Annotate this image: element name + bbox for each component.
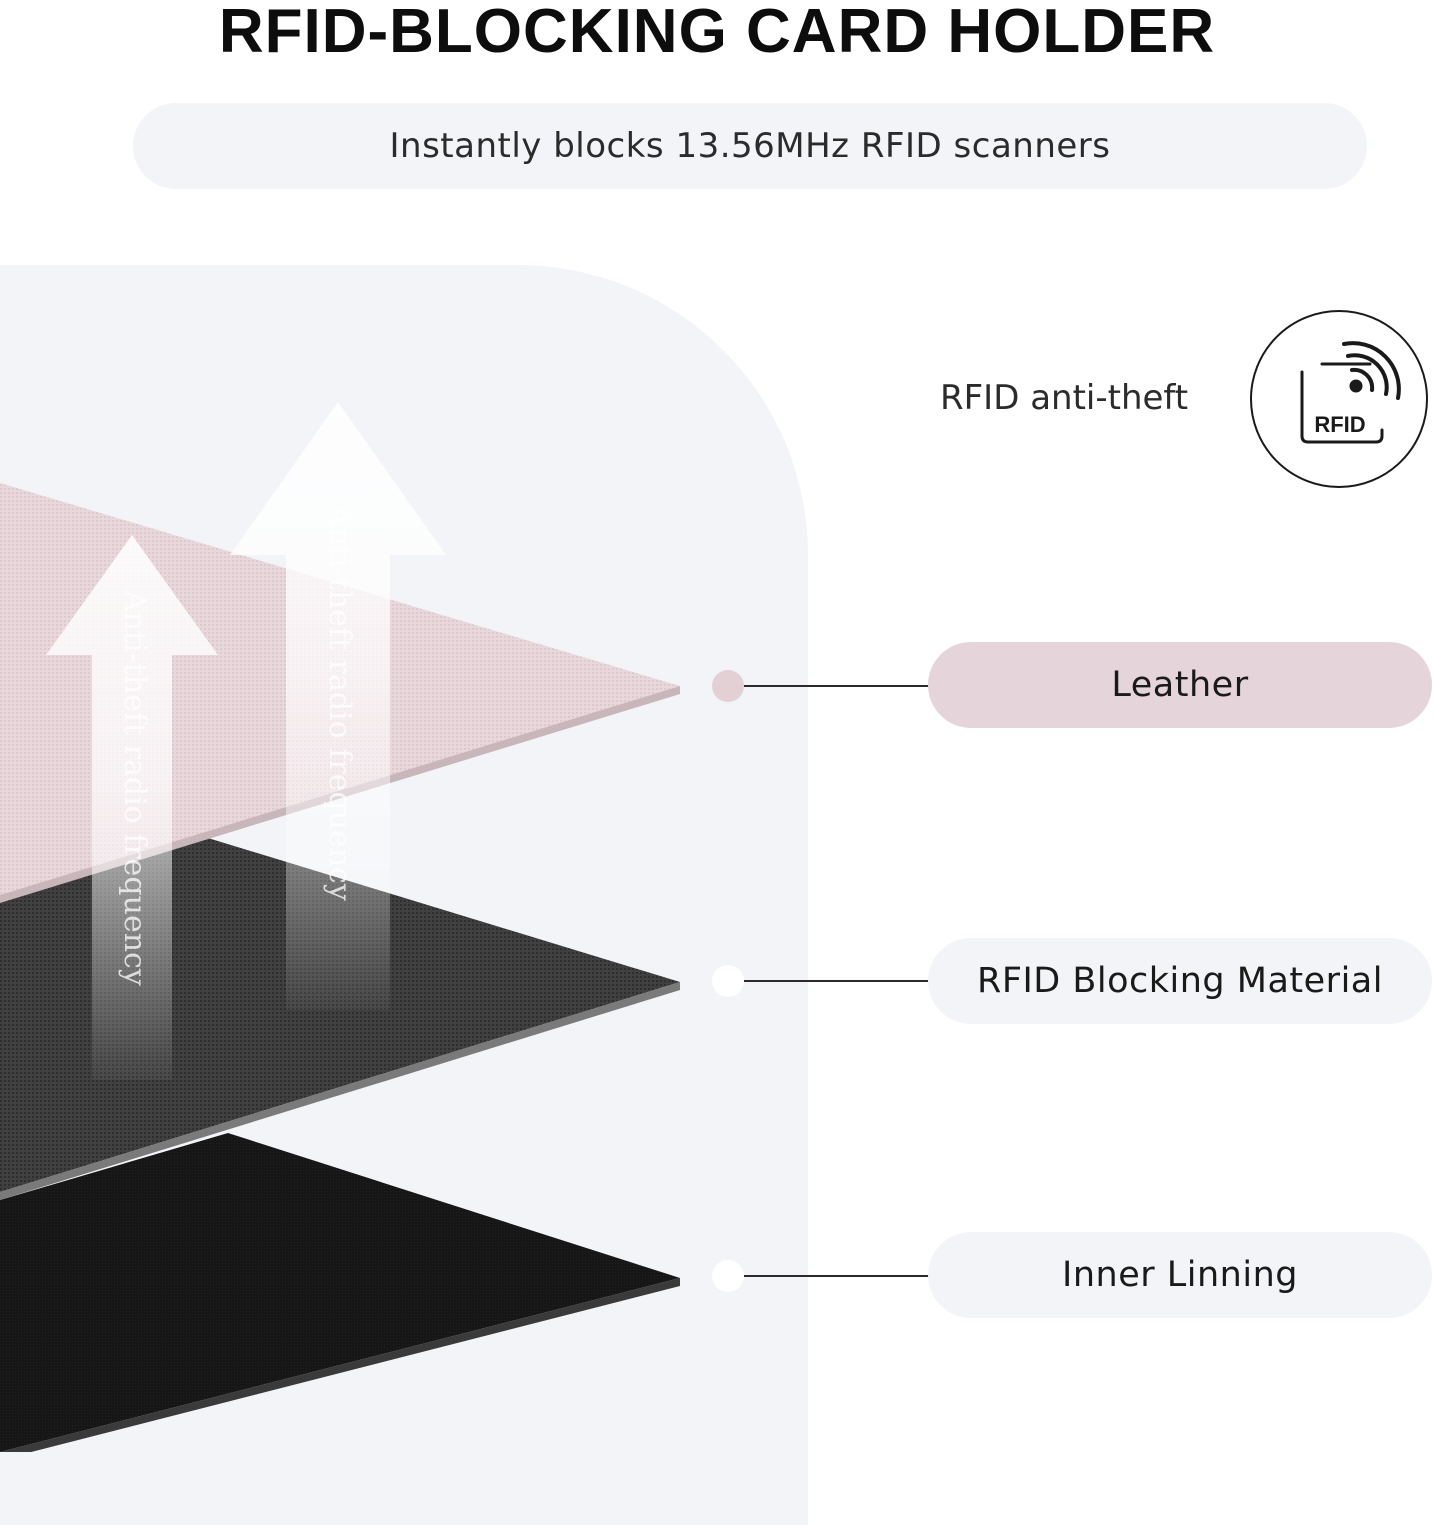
rfid-connector-dot: [712, 965, 744, 997]
arrow-tall: [230, 402, 446, 1010]
leather-label-pill: Leather: [928, 642, 1432, 728]
rfid-badge: RFID: [1250, 310, 1428, 488]
arrow-text-short: Anti-theft radio frequency: [117, 589, 152, 986]
layer-inner-lining: [0, 1133, 680, 1452]
subtitle-text: Instantly blocks 13.56MHz RFID scanners: [389, 126, 1111, 166]
rfid-blocking-label-pill: RFID Blocking Material: [928, 938, 1432, 1024]
rfid-wave-icon: RFID: [1300, 341, 1401, 444]
layer-rfid-blocking-edge: [0, 982, 680, 1200]
inner-lining-label-pill: Inner Linning: [928, 1232, 1432, 1318]
rfid-anti-theft-label: RFID anti-theft: [940, 378, 1189, 418]
rfid-icon-text: RFID: [1314, 412, 1365, 437]
arrow-short: [46, 535, 218, 1080]
leather-label: Leather: [1111, 665, 1249, 705]
rfid-blocking-label: RFID Blocking Material: [977, 961, 1383, 1001]
rfid-connector-line: [744, 980, 930, 982]
page-title: RFID-BLOCKING CARD HOLDER: [218, 0, 1216, 66]
inner-lining-label: Inner Linning: [1062, 1255, 1298, 1295]
leather-connector-line: [744, 685, 930, 687]
subtitle-pill: Instantly blocks 13.56MHz RFID scanners: [133, 103, 1367, 189]
leather-connector-dot: [712, 670, 744, 702]
inner-connector-dot: [712, 1260, 744, 1292]
layer-inner-lining-edge: [0, 1278, 680, 1452]
inner-connector-line: [744, 1275, 930, 1277]
layers-diagram: Anti-theft radio frequency Anti-theft ra…: [0, 402, 680, 1452]
arrow-text-tall: Anti-theft radio frequency: [322, 504, 357, 901]
